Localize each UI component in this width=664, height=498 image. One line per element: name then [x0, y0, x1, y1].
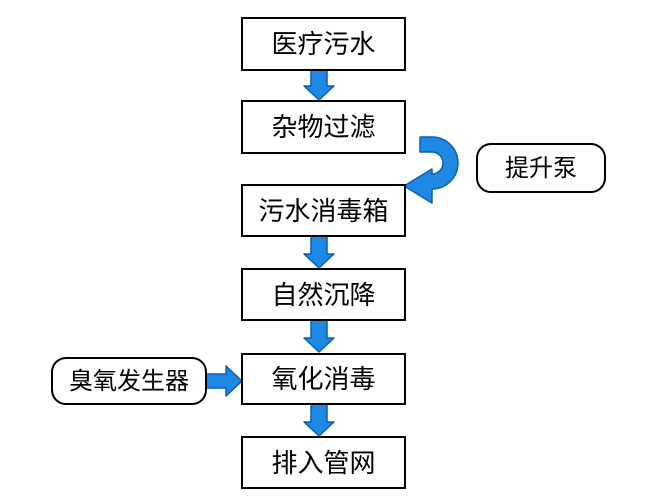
arrow-down-5 [303, 403, 335, 437]
step-label: 自然沉降 [271, 281, 375, 311]
pump-label: 提升泵 [505, 154, 577, 182]
pump-loop-arrow [403, 136, 459, 204]
step-debris-filter: 杂物过滤 [241, 100, 406, 154]
ozone-label: 臭氧发生器 [69, 367, 189, 395]
step-label: 杂物过滤 [271, 113, 375, 143]
step-oxidation-disinfection: 氧化消毒 [241, 353, 406, 405]
step-natural-sedimentation: 自然沉降 [241, 268, 406, 321]
arrow-down-3 [303, 235, 335, 269]
pump-box: 提升泵 [476, 143, 606, 193]
arrow-down-4 [303, 319, 335, 353]
arrow-down-1 [303, 69, 335, 101]
step-medical-wastewater: 医疗污水 [241, 17, 406, 71]
step-label: 医疗污水 [271, 30, 375, 60]
step-label: 排入管网 [271, 449, 375, 479]
step-label: 氧化消毒 [271, 365, 375, 395]
step-disinfection-tank: 污水消毒箱 [241, 184, 406, 237]
step-discharge-pipe-network: 排入管网 [241, 436, 406, 489]
ozone-arrow [205, 365, 243, 397]
ozone-generator-box: 臭氧发生器 [51, 357, 207, 405]
step-label: 污水消毒箱 [258, 197, 388, 227]
